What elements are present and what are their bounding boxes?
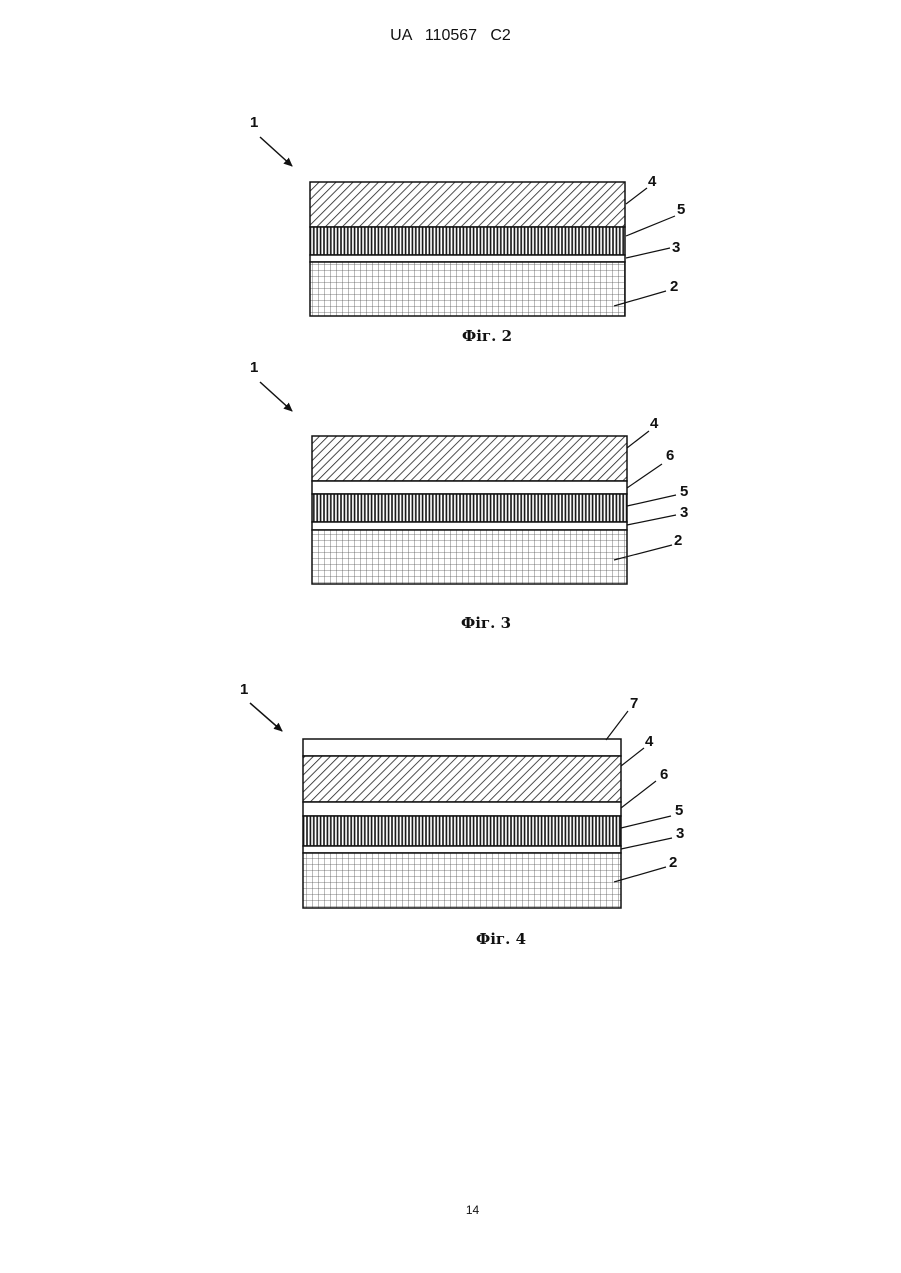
fig3-leader-4 bbox=[627, 431, 649, 448]
fig2-leader-5 bbox=[626, 216, 675, 236]
fig3-leader-6 bbox=[627, 464, 662, 488]
fig2-label-4: 4 bbox=[648, 173, 657, 190]
fig2-layer-2 bbox=[310, 262, 625, 316]
figure-3: 1 4 6 5 3 2 Фіг. 3 bbox=[250, 359, 688, 632]
fig4-label-6: 6 bbox=[660, 766, 668, 783]
fig4-label-4: 4 bbox=[645, 733, 654, 750]
fig3-device-arrow bbox=[260, 382, 292, 411]
fig4-leader-6 bbox=[621, 781, 656, 808]
fig4-layer-5 bbox=[303, 816, 621, 846]
fig4-layer-4 bbox=[303, 756, 621, 802]
fig3-caption: Фіг. 3 bbox=[461, 614, 511, 632]
fig4-leader-5 bbox=[621, 816, 671, 828]
figure-2: 1 4 5 3 2 Фіг. 2 bbox=[250, 114, 685, 345]
fig4-layer-2 bbox=[303, 853, 621, 908]
fig2-leader-3 bbox=[626, 248, 670, 258]
fig4-label-3: 3 bbox=[676, 825, 684, 842]
fig3-layer-6 bbox=[312, 481, 627, 494]
fig4-layer-6 bbox=[303, 802, 621, 816]
fig2-layer-3 bbox=[310, 255, 625, 262]
fig3-label-5: 5 bbox=[680, 483, 688, 500]
fig2-label-3: 3 bbox=[672, 239, 680, 256]
fig3-leader-5 bbox=[627, 495, 676, 506]
fig2-layer-4 bbox=[310, 182, 625, 227]
fig3-label-4: 4 bbox=[650, 415, 659, 432]
fig3-label-6: 6 bbox=[666, 447, 674, 464]
fig3-label-3: 3 bbox=[680, 504, 688, 521]
fig2-caption: Фіг. 2 bbox=[462, 327, 512, 345]
fig3-label-2: 2 bbox=[674, 532, 682, 549]
fig4-layer-7 bbox=[303, 739, 621, 756]
fig4-device-arrow bbox=[250, 703, 282, 731]
fig2-device-arrow bbox=[260, 137, 292, 166]
fig2-label-2: 2 bbox=[670, 278, 678, 295]
fig2-leader-4 bbox=[626, 188, 647, 204]
fig3-device-label: 1 bbox=[250, 359, 258, 376]
fig4-label-7: 7 bbox=[630, 695, 638, 712]
fig2-layer-5 bbox=[310, 227, 625, 255]
fig4-device-label: 1 bbox=[240, 681, 248, 698]
fig4-leader-3 bbox=[621, 838, 672, 849]
fig2-device-label: 1 bbox=[250, 114, 258, 131]
fig3-layer-5 bbox=[312, 494, 627, 522]
fig3-layer-2 bbox=[312, 530, 627, 584]
fig4-caption: Фіг. 4 bbox=[476, 930, 526, 948]
fig4-label-2: 2 bbox=[669, 854, 677, 871]
fig4-leader-7 bbox=[606, 711, 628, 740]
fig4-leader-2 bbox=[614, 867, 666, 882]
fig3-layer-3 bbox=[312, 522, 627, 530]
figure-4: 1 7 4 6 5 3 2 Фіг. 4 bbox=[240, 681, 684, 948]
fig3-leader-3 bbox=[627, 515, 676, 525]
fig3-layer-4 bbox=[312, 436, 627, 481]
fig4-label-5: 5 bbox=[675, 802, 683, 819]
fig4-layer-3 bbox=[303, 846, 621, 853]
fig4-leader-4 bbox=[621, 748, 644, 766]
page-number: 14 bbox=[0, 1203, 901, 1217]
fig2-label-5: 5 bbox=[677, 201, 685, 218]
